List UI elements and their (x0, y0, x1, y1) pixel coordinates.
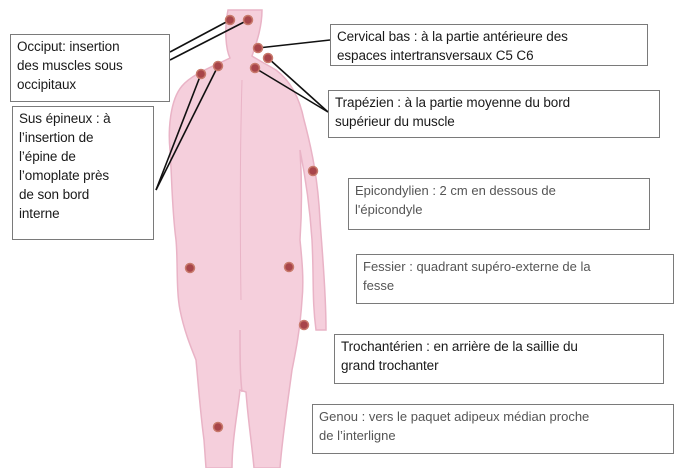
tender-point-occiput-l (226, 16, 235, 25)
tender-point-trapeze-l (197, 70, 206, 79)
tender-point-trochanter (300, 321, 309, 330)
tender-point-trapeze-r (264, 54, 273, 63)
label-genou: Genou : vers le paquet adipeux médian pr… (312, 404, 674, 454)
label-occiput: Occiput: insertion des muscles sous occi… (10, 34, 170, 102)
label-trapezien: Trapézien : à la partie moyenne du bord … (328, 90, 660, 138)
tender-point-fessier-r (285, 263, 294, 272)
tender-point-fessier-l (186, 264, 195, 273)
leader-line (258, 40, 330, 48)
tender-point-susepineux-r (251, 64, 260, 73)
label-epicondylien: Epicondylien : 2 cm en dessous de l'épic… (348, 178, 650, 230)
label-trochanterien: Trochantérien : en arrière de la saillie… (334, 334, 664, 384)
leader-line (170, 20, 230, 52)
tender-point-susepineux-l (214, 62, 223, 71)
tender-point-occiput-r (244, 16, 253, 25)
label-fessier: Fessier : quadrant supéro-externe de la … (356, 254, 674, 304)
tender-point-cervical (254, 44, 263, 53)
label-sus-epineux: Sus épineux : à l’insertion de l’épine d… (12, 106, 154, 240)
tender-point-epicondyle (309, 167, 318, 176)
label-cervical-bas: Cervical bas : à la partie antérieure de… (330, 24, 648, 66)
body-silhouette (169, 10, 326, 468)
body-outline (169, 10, 326, 468)
tender-point-genou (214, 423, 223, 432)
